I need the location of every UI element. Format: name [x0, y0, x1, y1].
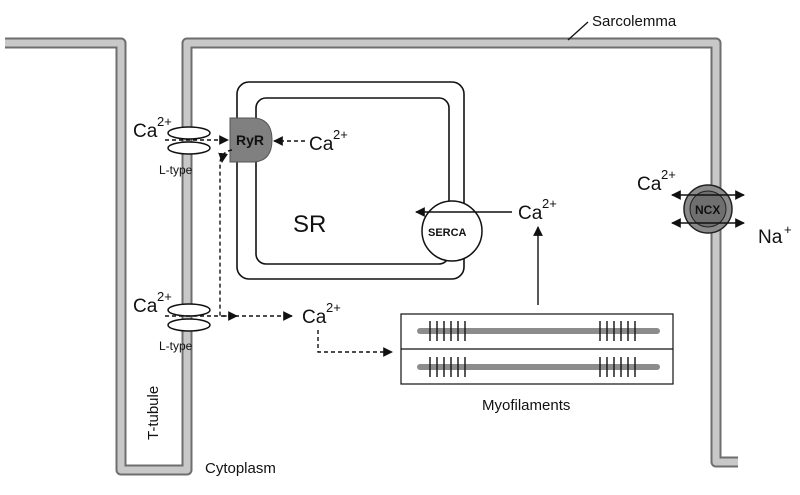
t-tubule-label: T-tubule	[145, 386, 162, 440]
ca-ion-ltype-lower: Ca 2+	[133, 289, 172, 317]
sarcolemma-pointer	[567, 21, 589, 41]
myofilaments-label: Myofilaments	[482, 397, 570, 414]
arrow-ca-to-myofilaments	[317, 330, 393, 357]
ltype-label-lower: L-type	[159, 339, 193, 353]
svg-text:2+: 2+	[333, 127, 348, 142]
ltype-channel-lower	[167, 303, 211, 332]
svg-text:2+: 2+	[157, 114, 172, 129]
sarcoplasmic-reticulum	[236, 81, 465, 280]
svg-text:Ca: Ca	[637, 174, 662, 195]
svg-text:Na: Na	[758, 227, 783, 248]
ryr-receptor	[229, 117, 273, 163]
sr-label: SR	[293, 211, 326, 238]
svg-text:+: +	[784, 222, 792, 237]
ca-ion-serca: Ca 2+	[518, 196, 557, 224]
arrow-ryr-release	[219, 149, 238, 321]
svg-text:Ca: Ca	[302, 307, 327, 328]
serca-pump	[421, 200, 483, 262]
arrows	[165, 21, 745, 357]
ryr-label: RyR	[236, 132, 264, 148]
svg-text:Ca: Ca	[309, 134, 334, 155]
sarcolemma-membrane	[5, 37, 738, 476]
ca-ion-ltype-upper: Ca 2+	[133, 114, 172, 142]
ltype-label-upper: L-type	[159, 163, 193, 177]
svg-text:2+: 2+	[542, 196, 557, 211]
svg-text:2+: 2+	[157, 289, 172, 304]
ca-ion-ryr: Ca 2+	[309, 127, 348, 155]
svg-text:Ca: Ca	[518, 203, 543, 224]
serca-label: SERCA	[428, 227, 467, 239]
myofilaments-block	[400, 313, 674, 385]
ca-ion-cytosol: Ca 2+	[302, 300, 341, 328]
ca-ion-ncx: Ca 2+	[637, 167, 676, 195]
svg-text:Ca: Ca	[133, 296, 158, 317]
na-ion-ncx: Na +	[758, 222, 792, 248]
cytoplasm-label: Cytoplasm	[205, 460, 276, 477]
ltype-channel-upper	[167, 126, 211, 155]
svg-text:2+: 2+	[326, 300, 341, 315]
svg-text:Ca: Ca	[133, 121, 158, 142]
sarcolemma-label: Sarcolemma	[592, 13, 677, 30]
ncx-label: NCX	[695, 203, 720, 217]
svg-text:2+: 2+	[661, 167, 676, 182]
